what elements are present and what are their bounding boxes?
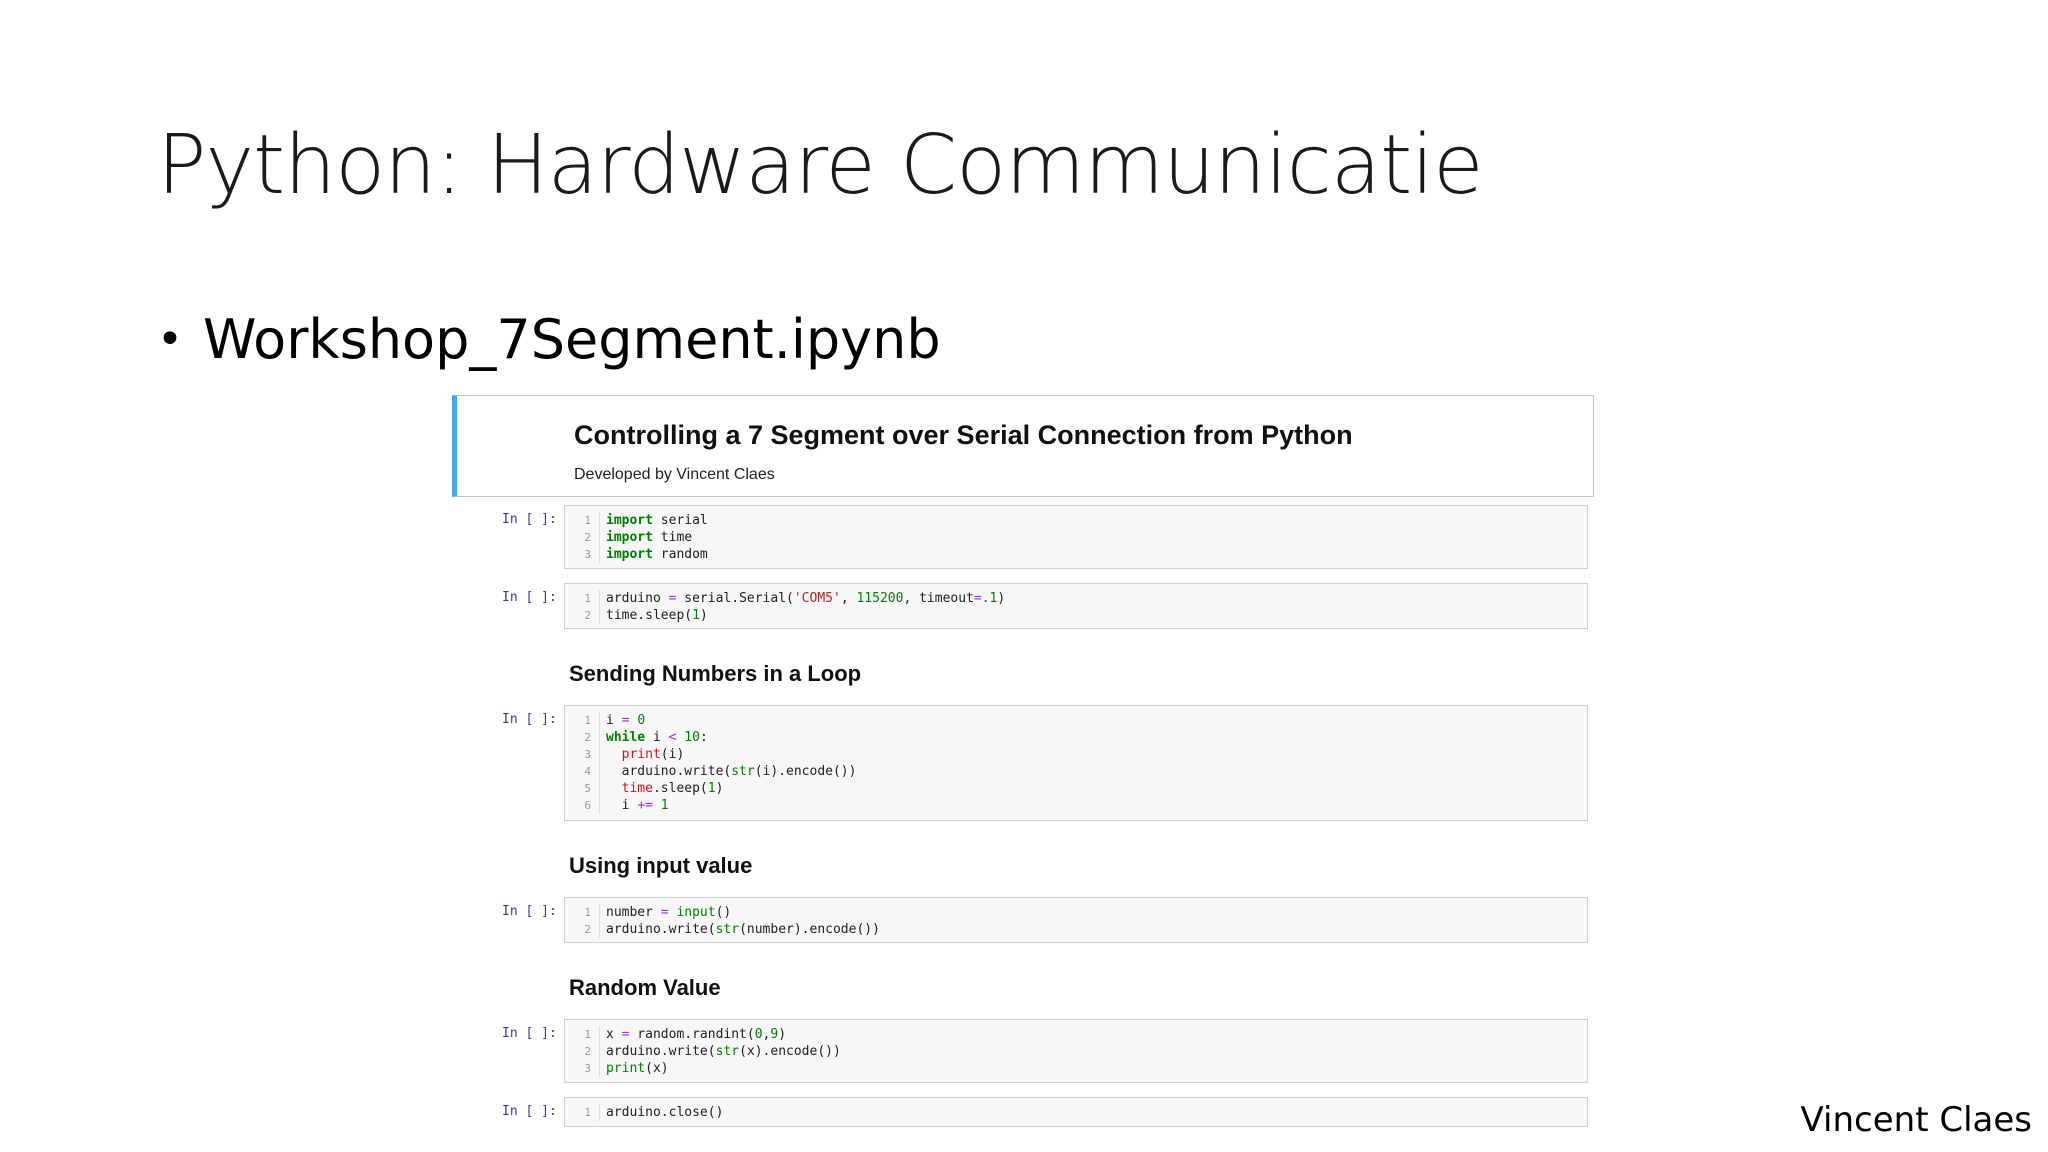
heading-sending-numbers: Sending Numbers in a Loop [569, 661, 862, 686]
markdown-cell-title[interactable]: Controlling a 7 Segment over Serial Conn… [452, 395, 1594, 497]
bullet-dot-icon: • [157, 314, 183, 365]
cell-prompt: In [ ]: [502, 1026, 557, 1041]
code-line: 5 time.sleep(1) [565, 780, 1587, 797]
notebook-filename: Workshop_7Segment.ipynb [202, 308, 941, 371]
slide-author: Vincent Claes [1800, 1100, 2032, 1140]
code-line: 3 print(i) [565, 746, 1587, 763]
cell-prompt: In [ ]: [502, 904, 557, 919]
code-line: 6 i += 1 [565, 797, 1587, 814]
cell-prompt: In [ ]: [502, 1104, 557, 1119]
cell-prompt: In [ ]: [502, 712, 557, 727]
notebook-screenshot: Controlling a 7 Segment over Serial Conn… [452, 395, 1598, 1152]
notebook-title: Controlling a 7 Segment over Serial Conn… [574, 420, 1353, 450]
slide-title: Python: Hardware Communicatie [157, 118, 1484, 213]
cell-prompt: In [ ]: [502, 512, 557, 527]
heading-input-value: Using input value [569, 853, 753, 878]
bullet-item: • Workshop_7Segment.ipynb [157, 308, 941, 371]
notebook-subtitle: Developed by Vincent Claes [574, 466, 775, 483]
code-line: 4 arduino.write(str(i).encode()) [565, 763, 1587, 780]
cell-prompt: In [ ]: [502, 590, 557, 605]
heading-random-value: Random Value [569, 975, 721, 1000]
